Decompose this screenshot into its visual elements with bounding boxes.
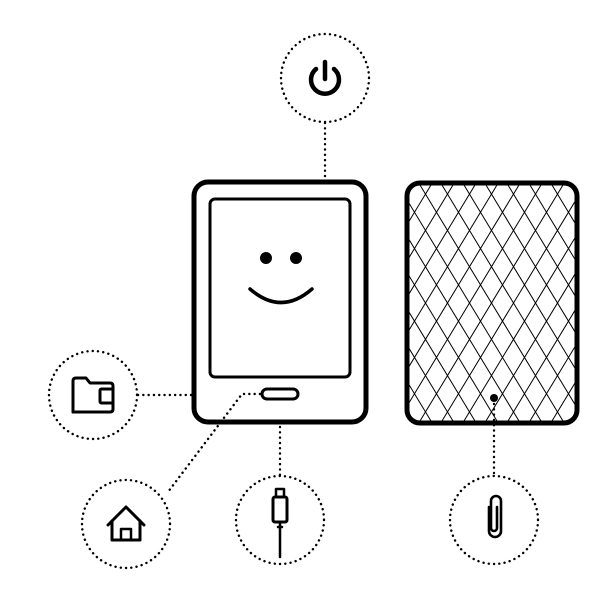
ereader-screen bbox=[208, 197, 352, 379]
lattice-line bbox=[409, 185, 520, 421]
callout-circle bbox=[234, 474, 326, 566]
callout-circle bbox=[448, 474, 540, 566]
callout-usb bbox=[234, 474, 326, 566]
callout-memory-card bbox=[47, 349, 139, 441]
folder-card-icon bbox=[71, 376, 115, 414]
lattice-line bbox=[409, 185, 542, 421]
smiley-right-eye bbox=[290, 252, 302, 264]
lattice-line bbox=[485, 185, 575, 421]
callout-power bbox=[279, 32, 371, 124]
lattice-line bbox=[596, 185, 604, 421]
callout-circle bbox=[279, 32, 371, 124]
lattice-line bbox=[409, 185, 454, 421]
lattice-line bbox=[507, 185, 575, 421]
callout-circle bbox=[47, 349, 139, 441]
lattice-line bbox=[441, 185, 575, 421]
back-lattice-pattern bbox=[409, 185, 604, 421]
callout-home bbox=[80, 478, 172, 570]
paperclip-icon bbox=[487, 494, 503, 539]
ereader-back bbox=[404, 180, 604, 426]
reset-hole[interactable] bbox=[490, 394, 498, 402]
lattice-line bbox=[419, 185, 564, 421]
usb-cable-icon bbox=[271, 487, 289, 559]
lattice-line bbox=[409, 185, 476, 421]
leader-lines bbox=[136, 121, 496, 494]
lattice-line bbox=[409, 185, 498, 421]
callout-reset bbox=[448, 474, 540, 566]
ereader-front bbox=[191, 179, 369, 425]
lattice-line bbox=[507, 185, 575, 421]
lattice-line bbox=[596, 185, 604, 421]
smiley-mouth bbox=[248, 287, 314, 305]
home-icon bbox=[106, 505, 146, 542]
callout-circle bbox=[80, 478, 172, 570]
lattice-line bbox=[485, 185, 575, 421]
lattice-line bbox=[529, 185, 575, 421]
home-button[interactable] bbox=[260, 387, 300, 401]
lattice-line bbox=[409, 185, 454, 421]
lattice-line bbox=[463, 185, 575, 421]
home-leader-line bbox=[166, 392, 262, 494]
smiley-left-eye bbox=[260, 252, 272, 264]
ereader-back-body bbox=[404, 180, 580, 426]
power-icon bbox=[308, 59, 342, 96]
ereader-front-body bbox=[191, 179, 369, 425]
lattice-line bbox=[409, 185, 476, 421]
lattice-line bbox=[529, 185, 575, 421]
